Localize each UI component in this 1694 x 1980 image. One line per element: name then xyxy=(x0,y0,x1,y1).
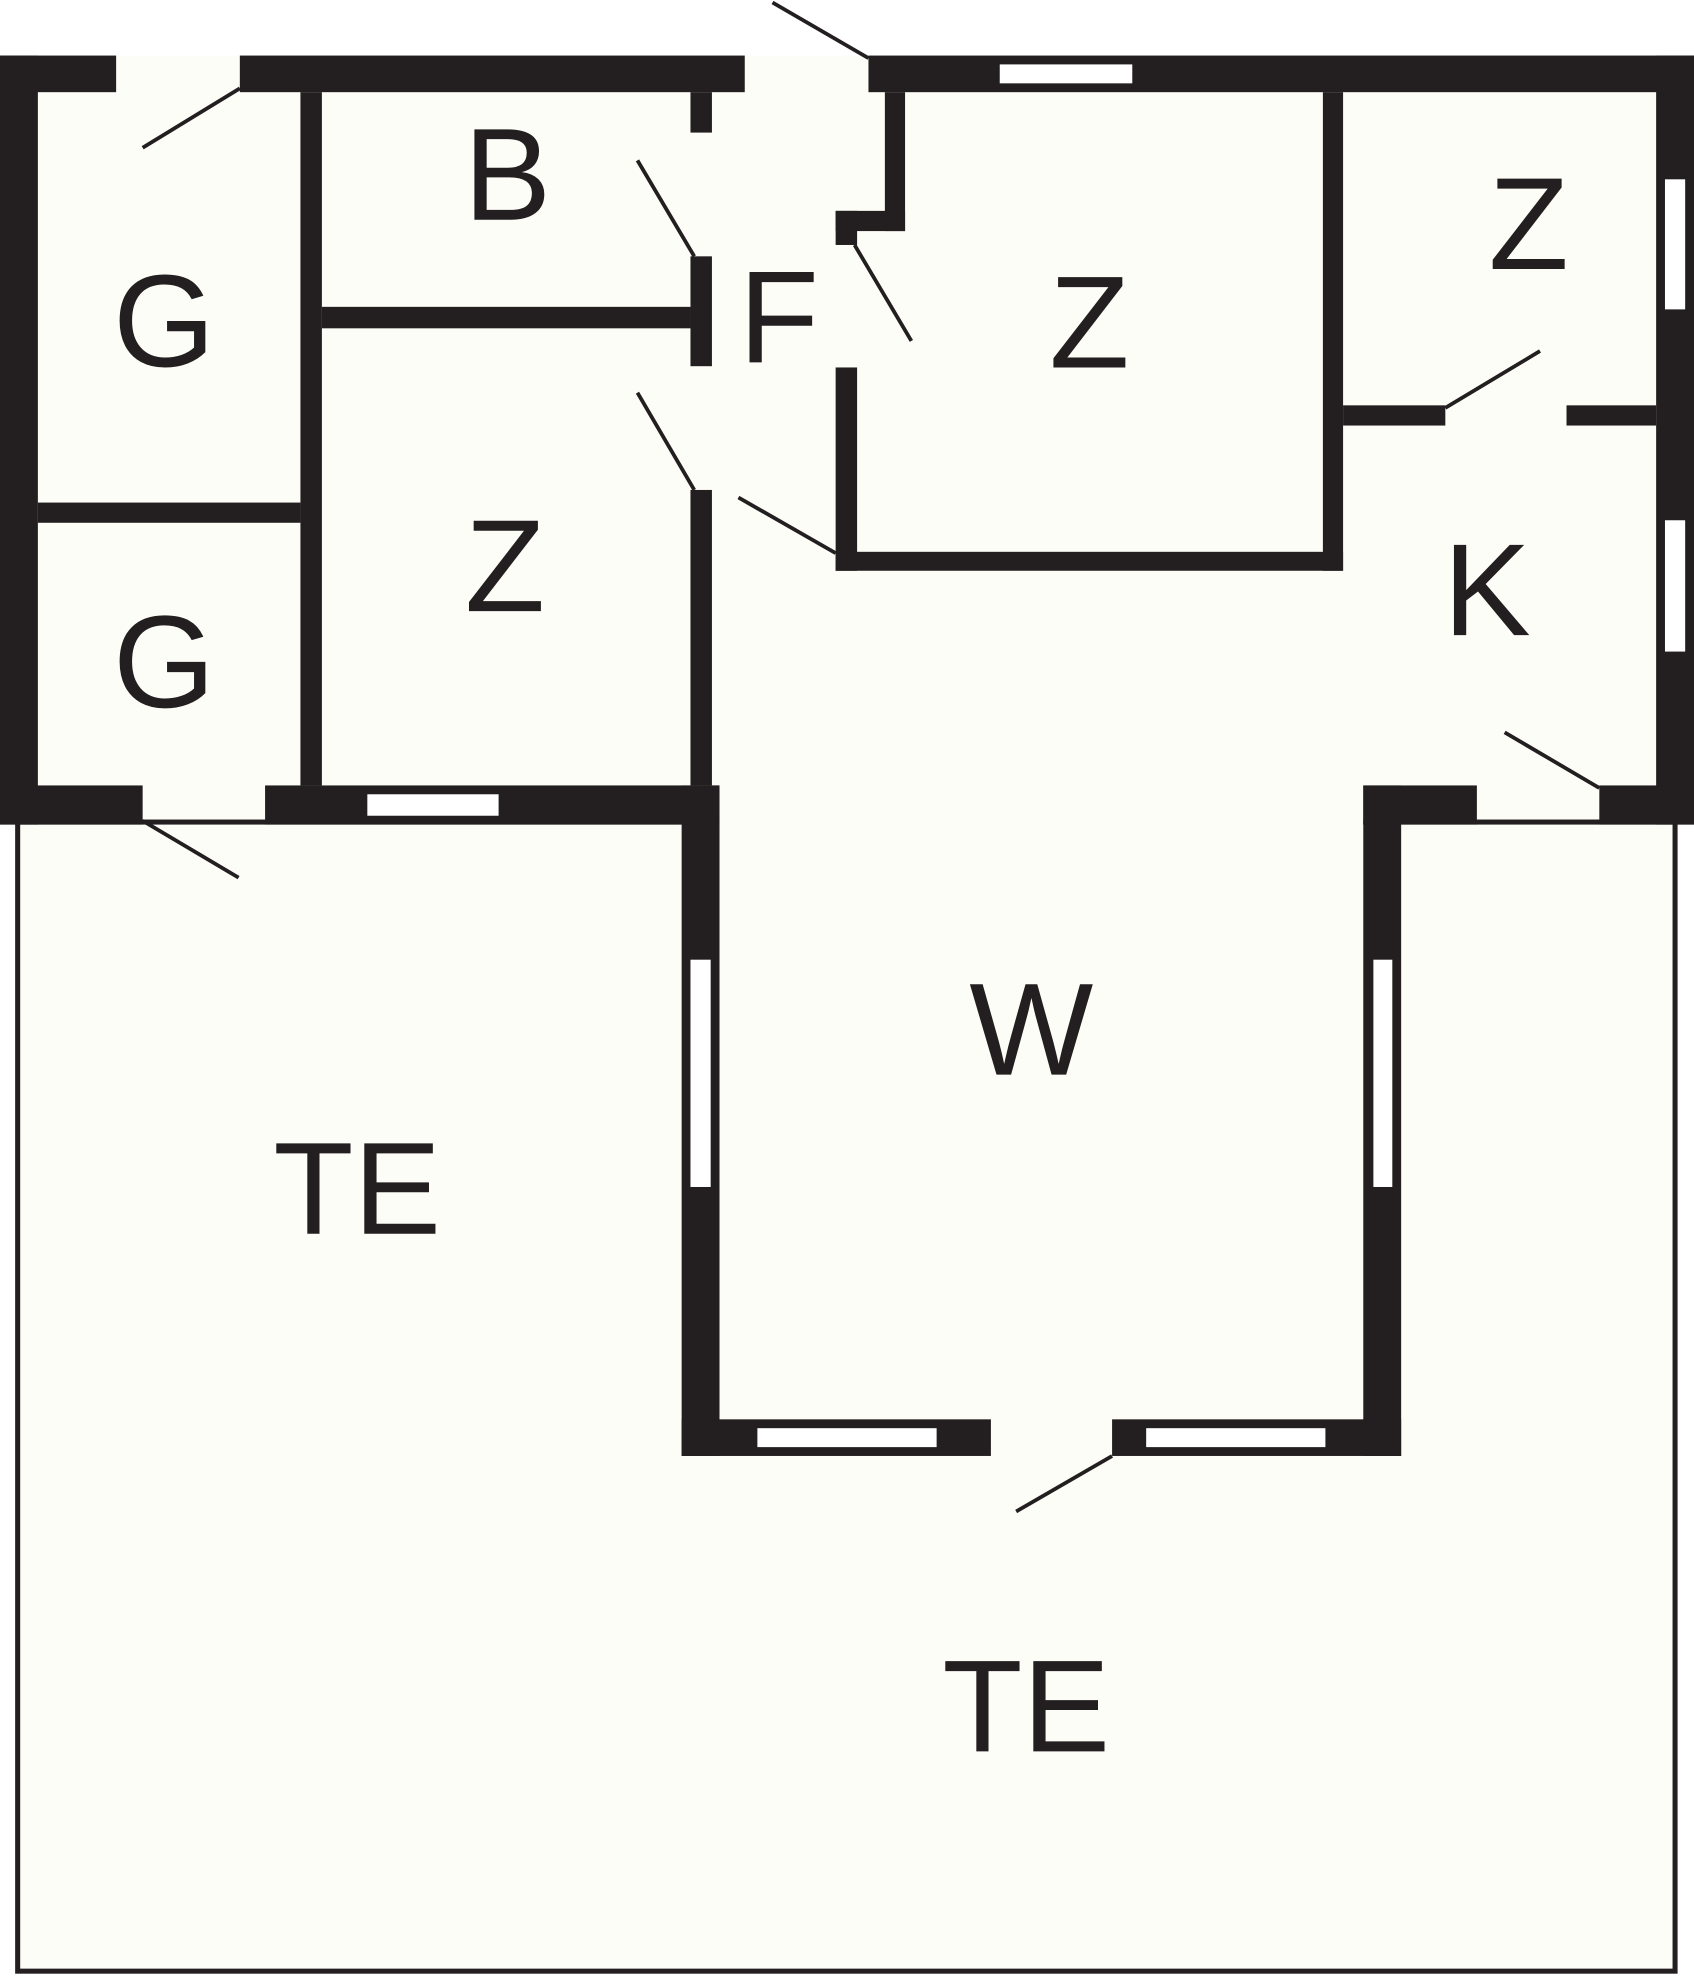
room-label-room-left: Z xyxy=(465,492,545,639)
room-label-hallway: F xyxy=(739,243,819,390)
room-label-terrace-left: TE xyxy=(273,1115,441,1262)
walls xyxy=(0,55,1694,1456)
room-label-terrace-bottom: TE xyxy=(942,1632,1110,1779)
windows xyxy=(367,64,1686,1448)
room-label-storage-1: G xyxy=(113,247,215,394)
room-label-room-center: Z xyxy=(1049,248,1129,395)
room-label-room-right: Z xyxy=(1489,150,1569,297)
room-label-kitchen: K xyxy=(1443,516,1531,663)
doors xyxy=(141,0,1601,1514)
room-label-bathroom: B xyxy=(464,101,552,248)
room-labels: G G B Z F Z Z K W TE TE xyxy=(113,101,1569,1780)
room-label-storage-2: G xyxy=(113,588,215,735)
room-label-living: W xyxy=(969,956,1093,1103)
